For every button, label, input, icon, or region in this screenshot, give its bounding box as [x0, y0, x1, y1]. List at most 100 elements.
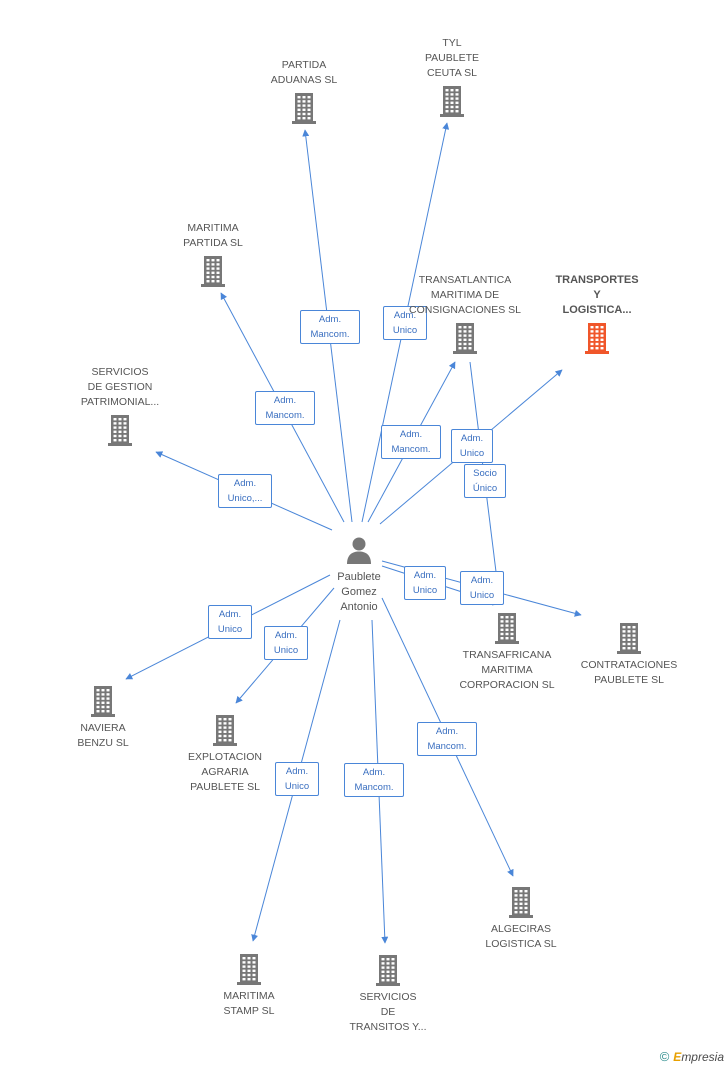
node-label-line: MARITIMA: [223, 990, 275, 1002]
node-label-line: TRANSATLANTICA: [418, 274, 512, 286]
node-label-line: ADUANAS SL: [270, 74, 338, 86]
edge-label-line: Mancom.: [265, 410, 305, 421]
edge-label-person-partida[interactable]: Adm. Mancom.: [300, 310, 360, 344]
edge-label-line: Mancom.: [354, 782, 394, 793]
edge-label-line: Mancom.: [391, 444, 431, 455]
edge-label-person-naviera[interactable]: Adm. Unico: [208, 605, 252, 639]
building-icon[interactable]: [579, 320, 615, 356]
edge-label-line: Unico: [412, 585, 438, 596]
edge-label-line: Unico: [459, 448, 485, 459]
edge-label-line: Unico: [217, 624, 243, 635]
building-icon[interactable]: [286, 90, 322, 126]
node-label-line: CONTRATACIONES: [580, 659, 678, 671]
node-label-line: TRANSAFRICANA: [462, 649, 552, 661]
node-label-line: EXPLOTACION: [188, 751, 262, 763]
building-icon[interactable]: [434, 83, 470, 119]
edge-label-person-algeciras[interactable]: Adm. Mancom.: [417, 722, 477, 756]
building-icon[interactable]: [207, 712, 243, 748]
node-label-line: LOGISTICA...: [562, 304, 632, 316]
edge-label-person-maritima_stamp[interactable]: Adm.Unico: [275, 762, 319, 796]
node-label-line: PAUBLETE SL: [190, 781, 260, 793]
node-label-contrataciones[interactable]: CONTRATACIONES PAUBLETE SL: [554, 658, 704, 688]
brand-rest: mpresia: [681, 1049, 724, 1064]
node-label-tyl[interactable]: TYL PAUBLETE CEUTA SL: [377, 36, 527, 81]
node-label-line: Y: [593, 289, 601, 301]
node-label-line: TRANSPORTES: [555, 274, 639, 286]
edge-label-person-transafricana[interactable]: Adm.Unico: [404, 566, 446, 600]
footer-brand: © Empresia: [660, 1049, 724, 1064]
edge-label-person-servicios_transitos[interactable]: Adm. Mancom.: [344, 763, 404, 797]
node-label-partida[interactable]: PARTIDA ADUANAS SL: [229, 58, 379, 88]
edge-label-line: Adm.: [393, 310, 417, 321]
building-icon[interactable]: [85, 683, 121, 719]
edge-label-line: Adm.: [435, 726, 459, 737]
node-label-line: CEUTA SL: [427, 67, 477, 79]
edge-label-line: Adm.: [460, 433, 484, 444]
brand-initial: E: [673, 1049, 682, 1064]
edge-label-line: Unico: [284, 781, 310, 792]
node-label-line: DE GESTION: [87, 381, 153, 393]
node-label-line: NAVIERA: [80, 722, 126, 734]
edge-label-person-transportes[interactable]: Adm. Unico: [451, 429, 493, 463]
building-icon[interactable]: [447, 320, 483, 356]
node-label-line: MARITIMA DE: [430, 289, 500, 301]
building-icon[interactable]: [370, 952, 406, 988]
edge-label-line: Adm.: [362, 767, 386, 778]
node-label-transportes[interactable]: TRANSPORTES Y LOGISTICA...: [522, 273, 672, 318]
edge-label-person-contrataciones[interactable]: Adm. Unico: [460, 571, 504, 605]
node-label-line: CONSIGNACIONES SL: [408, 304, 522, 316]
person-label-line: Antonio: [340, 601, 378, 613]
person-icon[interactable]: [344, 535, 374, 565]
empresia-logo[interactable]: Empresia: [673, 1050, 724, 1064]
edge-label-line: Adm.: [273, 395, 297, 406]
edge-label-person-transatlantica[interactable]: Adm. Mancom.: [381, 425, 441, 459]
node-label-line: MARITIMA: [187, 222, 239, 234]
edge-label-line: Único: [472, 483, 498, 494]
edge-label-person-explotacion[interactable]: Adm.Unico: [264, 626, 308, 660]
node-label-transatlantica[interactable]: TRANSATLANTICA MARITIMA DE CONSIGNACIONES …: [390, 273, 540, 318]
person-label-line: Paublete: [337, 571, 381, 583]
building-icon[interactable]: [503, 884, 539, 920]
edge-label-line: Mancom.: [427, 741, 467, 752]
node-label-line: PAUBLETE SL: [594, 674, 664, 686]
edge-label-line: Adm.: [470, 575, 494, 586]
node-label-line: AGRARIA: [201, 766, 249, 778]
node-label-maritima_partida[interactable]: MARITIMA PARTIDA SL: [138, 221, 288, 251]
node-label-explotacion[interactable]: EXPLOTACION AGRARIA PAUBLETE SL: [150, 750, 300, 795]
node-label-line: PAUBLETE: [424, 52, 480, 64]
edge-label-line: Socio: [473, 468, 497, 479]
edge-label-line: Adm.: [318, 314, 342, 325]
node-label-line: SERVICIOS: [91, 366, 149, 378]
node-label-line: PARTIDA SL: [183, 237, 243, 249]
node-label-servicios_transitos[interactable]: SERVICIOS DE TRANSITOS Y...: [313, 990, 463, 1035]
node-label-line: SERVICIOS: [359, 991, 417, 1003]
building-icon[interactable]: [102, 412, 138, 448]
node-label-line: PARTIDA: [281, 59, 327, 71]
edge-label-line: Adm.: [399, 429, 423, 440]
building-icon[interactable]: [195, 253, 231, 289]
node-label-naviera[interactable]: NAVIERA BENZU SL: [28, 721, 178, 751]
edge-label-line: Adm.: [218, 609, 242, 620]
node-label-line: TRANSITOS Y...: [349, 1021, 427, 1033]
node-label-maritima_stamp[interactable]: MARITIMA STAMP SL: [174, 989, 324, 1019]
edge-label-person-servicios_gestion[interactable]: Adm. Unico,...: [218, 474, 272, 508]
building-icon[interactable]: [231, 951, 267, 987]
node-label-line: BENZU SL: [77, 737, 129, 749]
edge-label-person-tyl[interactable]: Adm.Unico: [383, 306, 427, 340]
edge-label-line: Mancom.: [310, 329, 350, 340]
edge-label-line: Unico,...: [227, 493, 263, 504]
node-label-line: DE: [380, 1006, 396, 1018]
building-icon[interactable]: [611, 620, 647, 656]
edge-label-line: Unico: [469, 590, 495, 601]
node-label-line: STAMP SL: [223, 1005, 275, 1017]
building-icon[interactable]: [489, 610, 525, 646]
node-label-line: ALGECIRAS: [490, 923, 552, 935]
edge-label-person-maritima_partida[interactable]: Adm. Mancom.: [255, 391, 315, 425]
node-label-line: TYL: [442, 37, 462, 49]
edge-label-line: Adm.: [233, 478, 257, 489]
